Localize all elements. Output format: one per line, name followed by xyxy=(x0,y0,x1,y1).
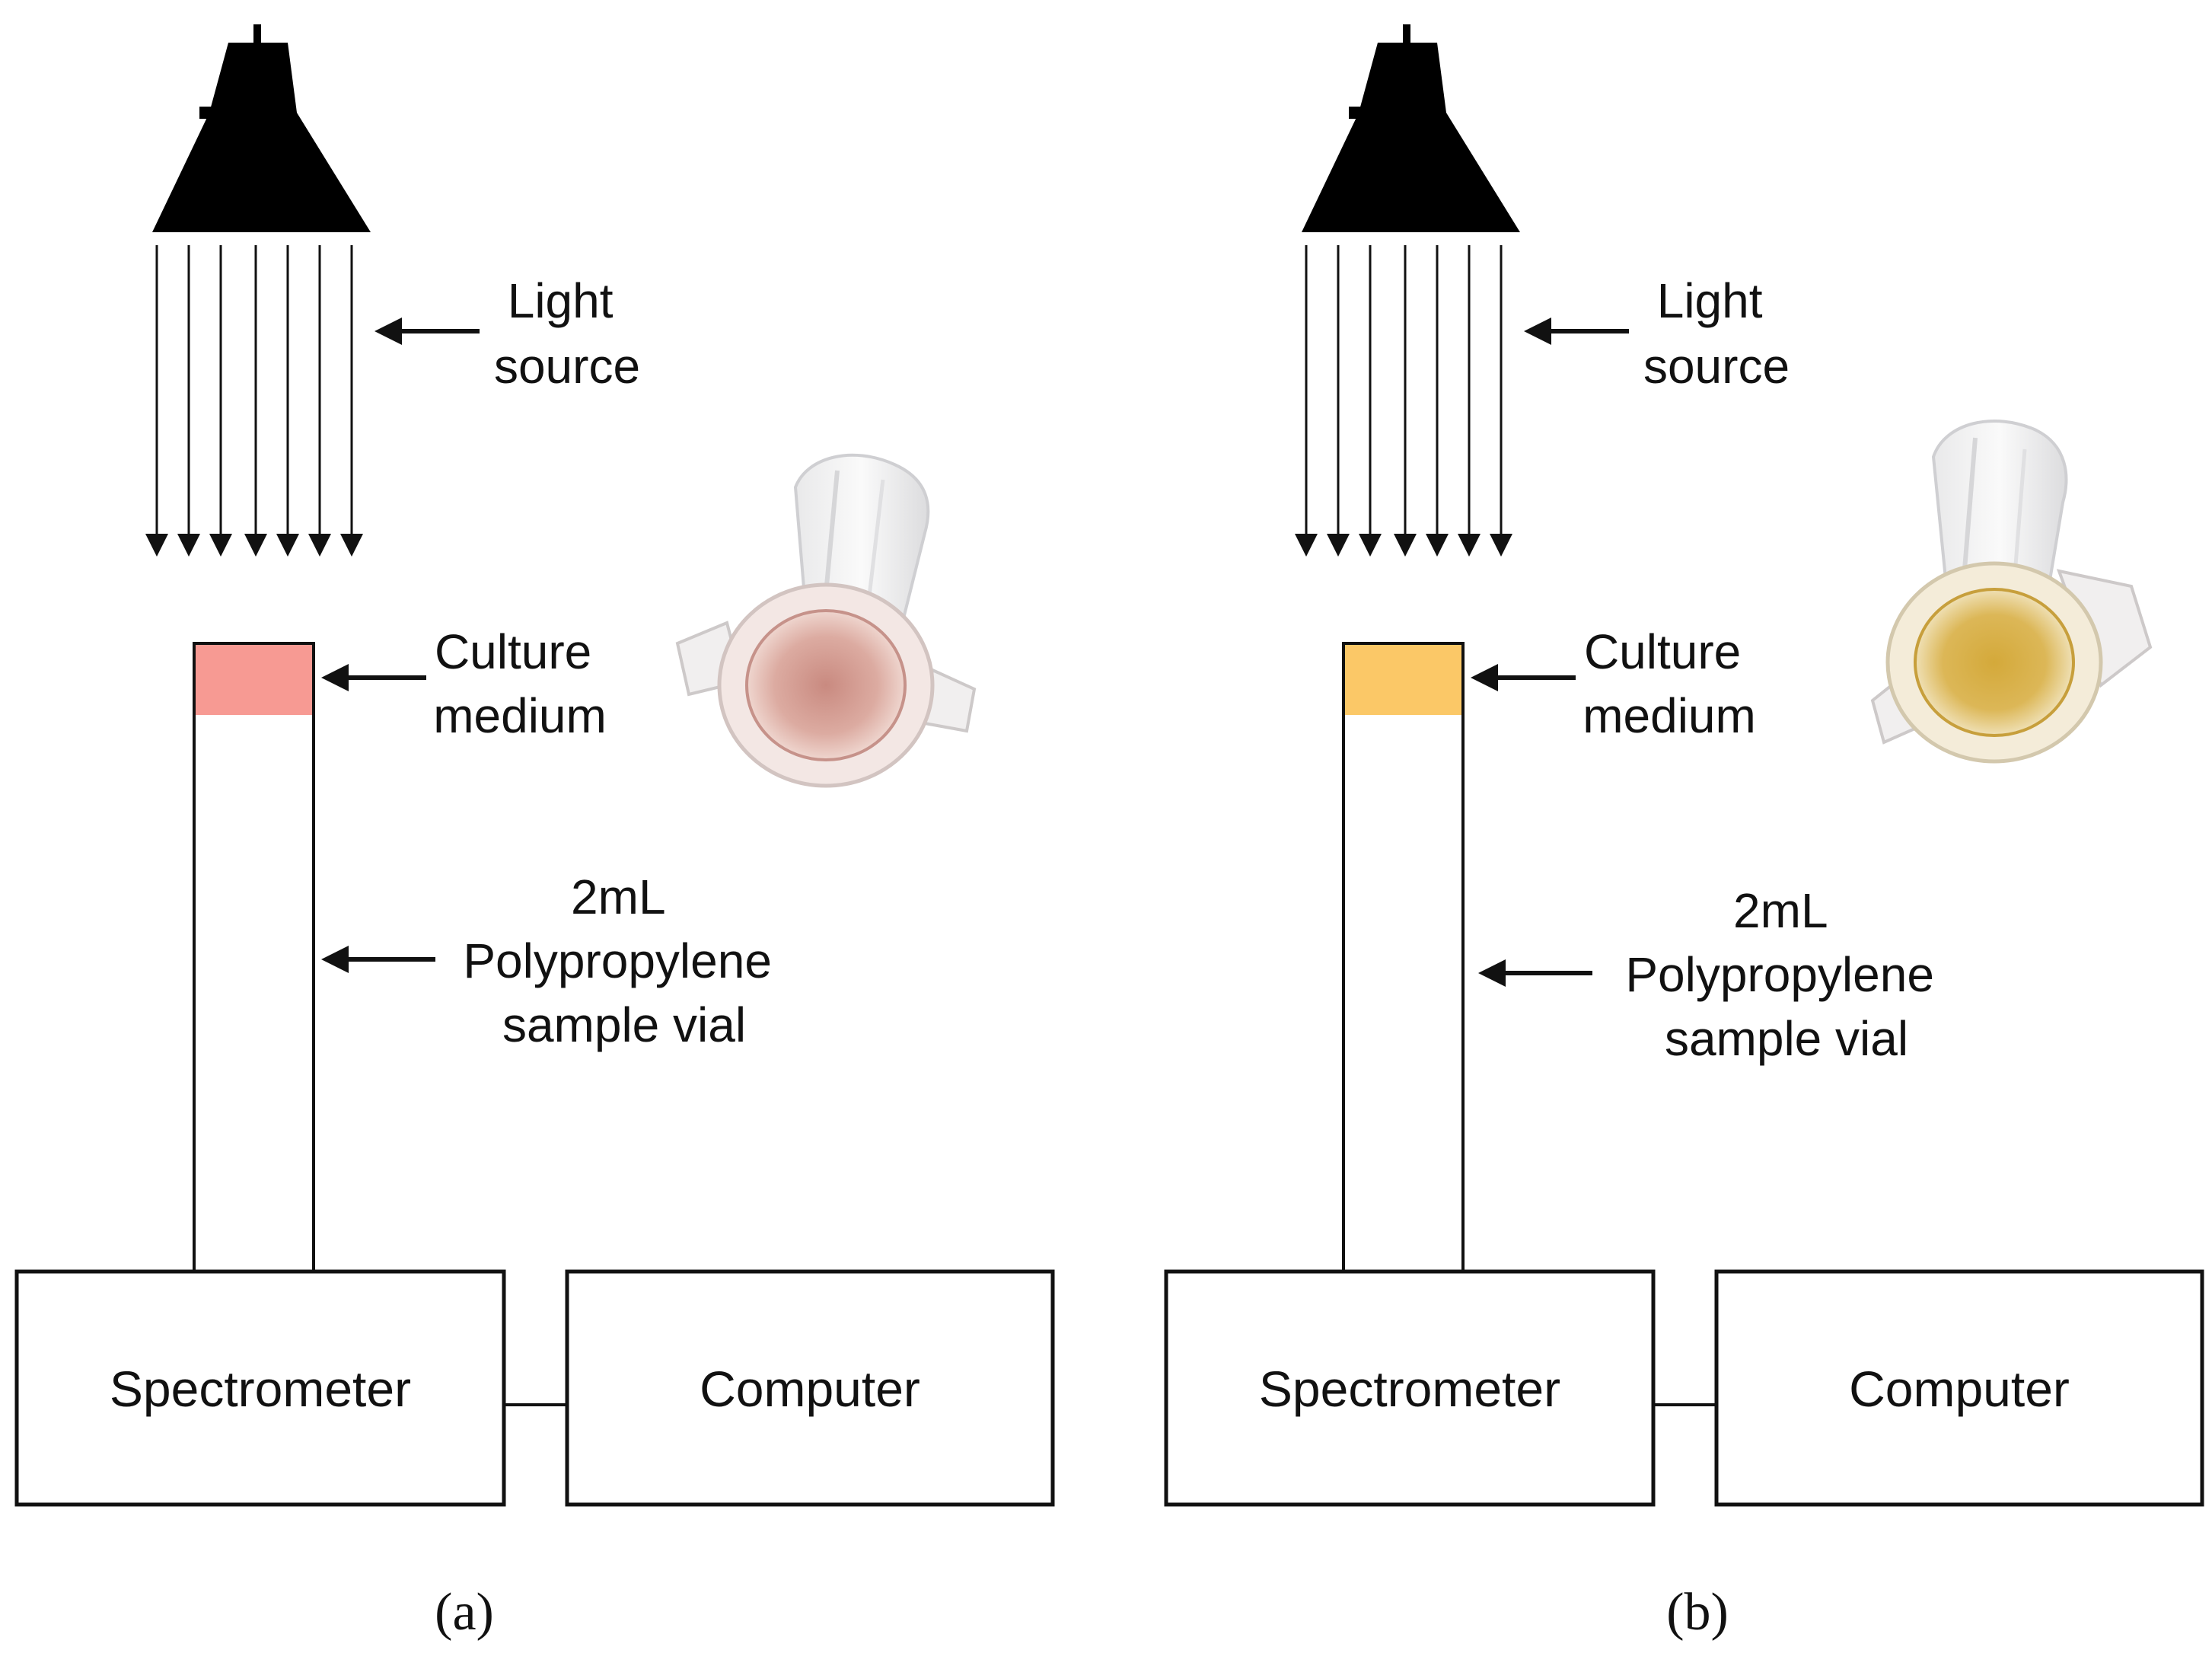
spectrometer-box xyxy=(14,1269,506,1507)
light-source-label: Light source xyxy=(494,273,640,394)
panel-a: Light source Culture medium 2mL Polyprop… xyxy=(14,24,1055,1642)
panel-caption: (b) xyxy=(1666,1583,1729,1642)
light-source-label: Light source xyxy=(1643,273,1790,394)
vial-photo-illustration xyxy=(1870,420,2153,764)
light-rays xyxy=(145,245,363,557)
culture-medium-label: Culture medium xyxy=(433,624,607,743)
lamp-icon xyxy=(152,24,371,232)
vial-photo-illustration xyxy=(675,453,977,788)
computer-box xyxy=(565,1269,1055,1507)
culture-medium-label: Culture medium xyxy=(1583,624,1756,743)
panel-b: Light source Culture medium 2mL Polyprop… xyxy=(1164,24,2204,1642)
vial-label: 2mL Polypropylene sample vial xyxy=(1625,883,1947,1066)
panel-caption: (a) xyxy=(435,1583,494,1642)
culture-medium-fill xyxy=(196,645,312,715)
spectrometer-label: Spectrometer xyxy=(1259,1361,1560,1417)
spectrometer-label: Spectrometer xyxy=(110,1361,411,1417)
computer-box xyxy=(1714,1269,2204,1507)
sample-vial xyxy=(193,642,315,1273)
computer-label: Computer xyxy=(1849,1361,2070,1417)
computer-label: Computer xyxy=(700,1361,920,1417)
culture-medium-fill xyxy=(1345,645,1461,715)
spectrometer-box xyxy=(1164,1269,1656,1507)
sample-vial xyxy=(1342,642,1465,1273)
vial-label: 2mL Polypropylene sample vial xyxy=(463,870,785,1052)
light-rays xyxy=(1295,245,1512,557)
lamp-icon xyxy=(1302,24,1520,232)
